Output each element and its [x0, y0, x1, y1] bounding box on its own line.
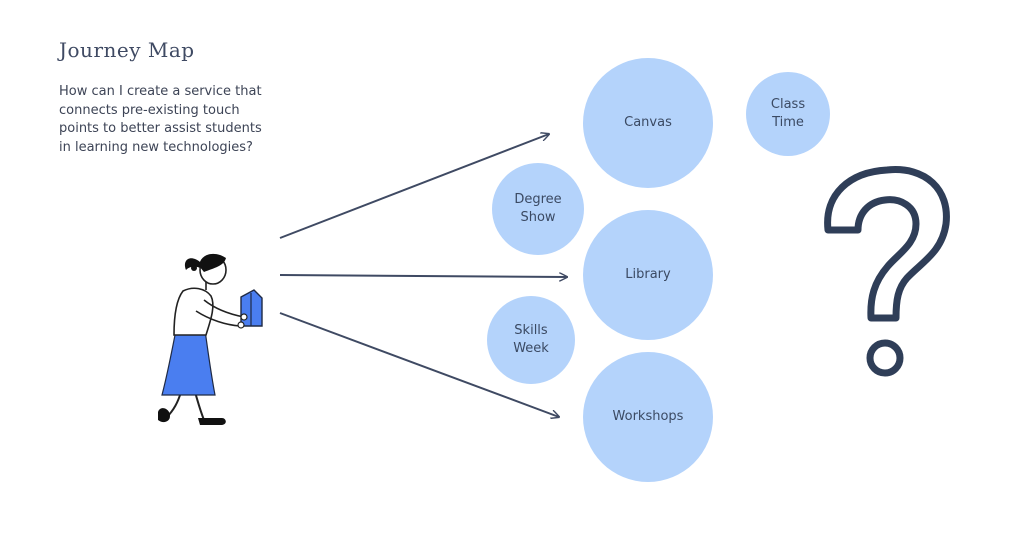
student-reading-book-icon	[158, 253, 263, 425]
page-title: Journey Map	[59, 38, 195, 62]
arrow-to-workshops	[279, 312, 559, 417]
question-mark-icon	[824, 166, 950, 377]
touchpoint-label: Library	[625, 267, 671, 282]
touchpoint-label: Week	[513, 341, 549, 356]
arrow-to-library	[279, 275, 567, 277]
question-line: points to better assist students	[59, 121, 262, 136]
touchpoint-class-time: Class Time	[746, 72, 830, 156]
touchpoint-label: Workshops	[612, 409, 684, 424]
touchpoint-label: Class	[770, 97, 806, 112]
touchpoint-degree-show: Degree Show	[492, 163, 584, 255]
question-line: connects pre-existing touch	[59, 102, 240, 118]
touchpoint-skills-week: Skills Week	[487, 296, 575, 384]
touchpoint-canvas: Canvas	[583, 58, 713, 188]
research-question: How can I create a service that connects…	[59, 83, 289, 157]
touchpoint-workshops: Workshops	[583, 352, 713, 482]
touchpoint-label: Canvas	[624, 115, 672, 130]
question-line: in learning new technologies?	[59, 139, 253, 155]
touchpoint-label: Time	[772, 115, 804, 130]
question-line: How can I create a service that	[59, 84, 262, 99]
touchpoint-label: Show	[520, 210, 556, 225]
touchpoint-library: Library	[583, 210, 713, 340]
touchpoint-label: Skills	[514, 323, 548, 338]
touchpoint-label: Degree	[514, 192, 562, 207]
arrow-to-canvas	[279, 134, 549, 239]
